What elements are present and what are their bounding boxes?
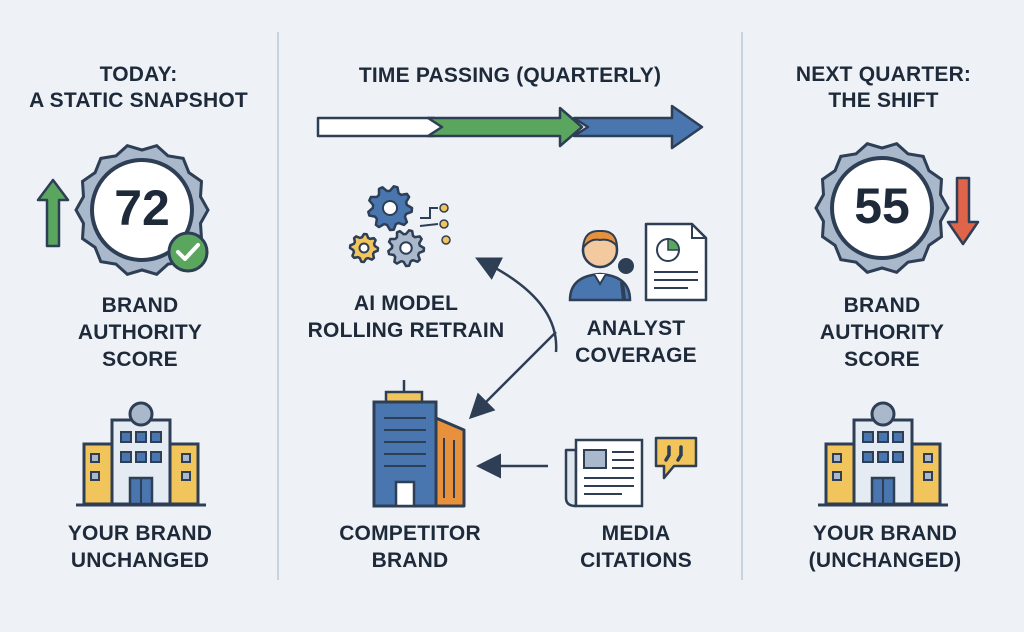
- gear-large-hub: [381, 199, 399, 217]
- analyst-icon: [564, 220, 714, 309]
- ai-model-label-line1: AI MODEL: [353, 292, 459, 315]
- right-score-label-line2: AUTHORITY: [819, 321, 945, 344]
- your-brand-building-icon: [76, 400, 206, 515]
- left-title-line1: TODAY:: [99, 63, 178, 86]
- analyst-label-line1: ANALYST: [586, 317, 686, 340]
- right-title-line1: NEXT QUARTER:: [795, 63, 972, 86]
- score-badge-today: 72: [72, 140, 212, 280]
- time-arrow-icon: [316, 104, 706, 155]
- left-score-label-line2: AUTHORITY: [77, 321, 203, 344]
- left-score-label: BRAND AUTHORITY SCORE: [40, 292, 240, 373]
- right-score-label-line1: BRAND: [843, 294, 921, 317]
- analyst-label-line2: COVERAGE: [575, 344, 697, 367]
- divider-left: [277, 32, 279, 580]
- divider-right: [741, 32, 743, 580]
- score-today: 72: [114, 180, 170, 236]
- right-title: NEXT QUARTER: THE SHIFT: [743, 62, 1024, 114]
- media-label-line2: CITATIONS: [580, 549, 692, 572]
- score-badge-next: 55: [812, 138, 952, 278]
- gear-small-hub: [358, 242, 370, 254]
- analyst-label: ANALYST COVERAGE: [546, 315, 726, 369]
- competitor-label-line2: BRAND: [371, 549, 449, 572]
- badge-seal-icon: [74, 144, 210, 276]
- right-score-label: BRAND AUTHORITY SCORE: [782, 292, 982, 373]
- your-brand-building-icon-next: [818, 400, 948, 515]
- newspaper-icon: [562, 432, 702, 517]
- score-next: 55: [854, 178, 910, 234]
- right-score-label-line3: SCORE: [844, 348, 920, 371]
- right-brand-label-line1: YOUR BRAND: [812, 522, 958, 545]
- left-score-label-line3: SCORE: [102, 348, 178, 371]
- left-brand-label-line1: YOUR BRAND: [67, 522, 213, 545]
- quote-bubble-icon: [652, 434, 702, 489]
- middle-title: TIME PASSING (QUARTERLY): [358, 64, 662, 87]
- right-brand-label: YOUR BRAND (UNCHANGED): [770, 520, 1000, 574]
- left-brand-label: YOUR BRAND UNCHANGED: [20, 520, 260, 574]
- left-title-line2: A STATIC SNAPSHOT: [29, 89, 248, 112]
- gears-icon: [344, 182, 464, 279]
- check-circle-icon: [166, 230, 210, 279]
- competitor-label-line1: COMPETITOR: [339, 522, 481, 545]
- ai-model-label-line2: ROLLING RETRAIN: [307, 319, 505, 342]
- right-title-line2: THE SHIFT: [828, 89, 939, 112]
- right-brand-label-line2: (UNCHANGED): [808, 549, 962, 572]
- down-arrow-icon: [946, 176, 980, 251]
- gear-medium-hub: [399, 241, 413, 255]
- left-brand-label-line2: UNCHANGED: [70, 549, 210, 572]
- up-arrow-icon: [36, 178, 70, 253]
- media-label-line1: MEDIA: [601, 522, 671, 545]
- competitor-building-icon: [370, 378, 470, 513]
- left-score-label-line1: BRAND: [101, 294, 179, 317]
- badge-seal-icon: [814, 142, 950, 274]
- media-label: MEDIA CITATIONS: [556, 520, 716, 574]
- competitor-label: COMPETITOR BRAND: [320, 520, 500, 574]
- ai-model-label: AI MODEL ROLLING RETRAIN: [296, 290, 516, 344]
- left-title: TODAY: A STATIC SNAPSHOT: [0, 62, 277, 114]
